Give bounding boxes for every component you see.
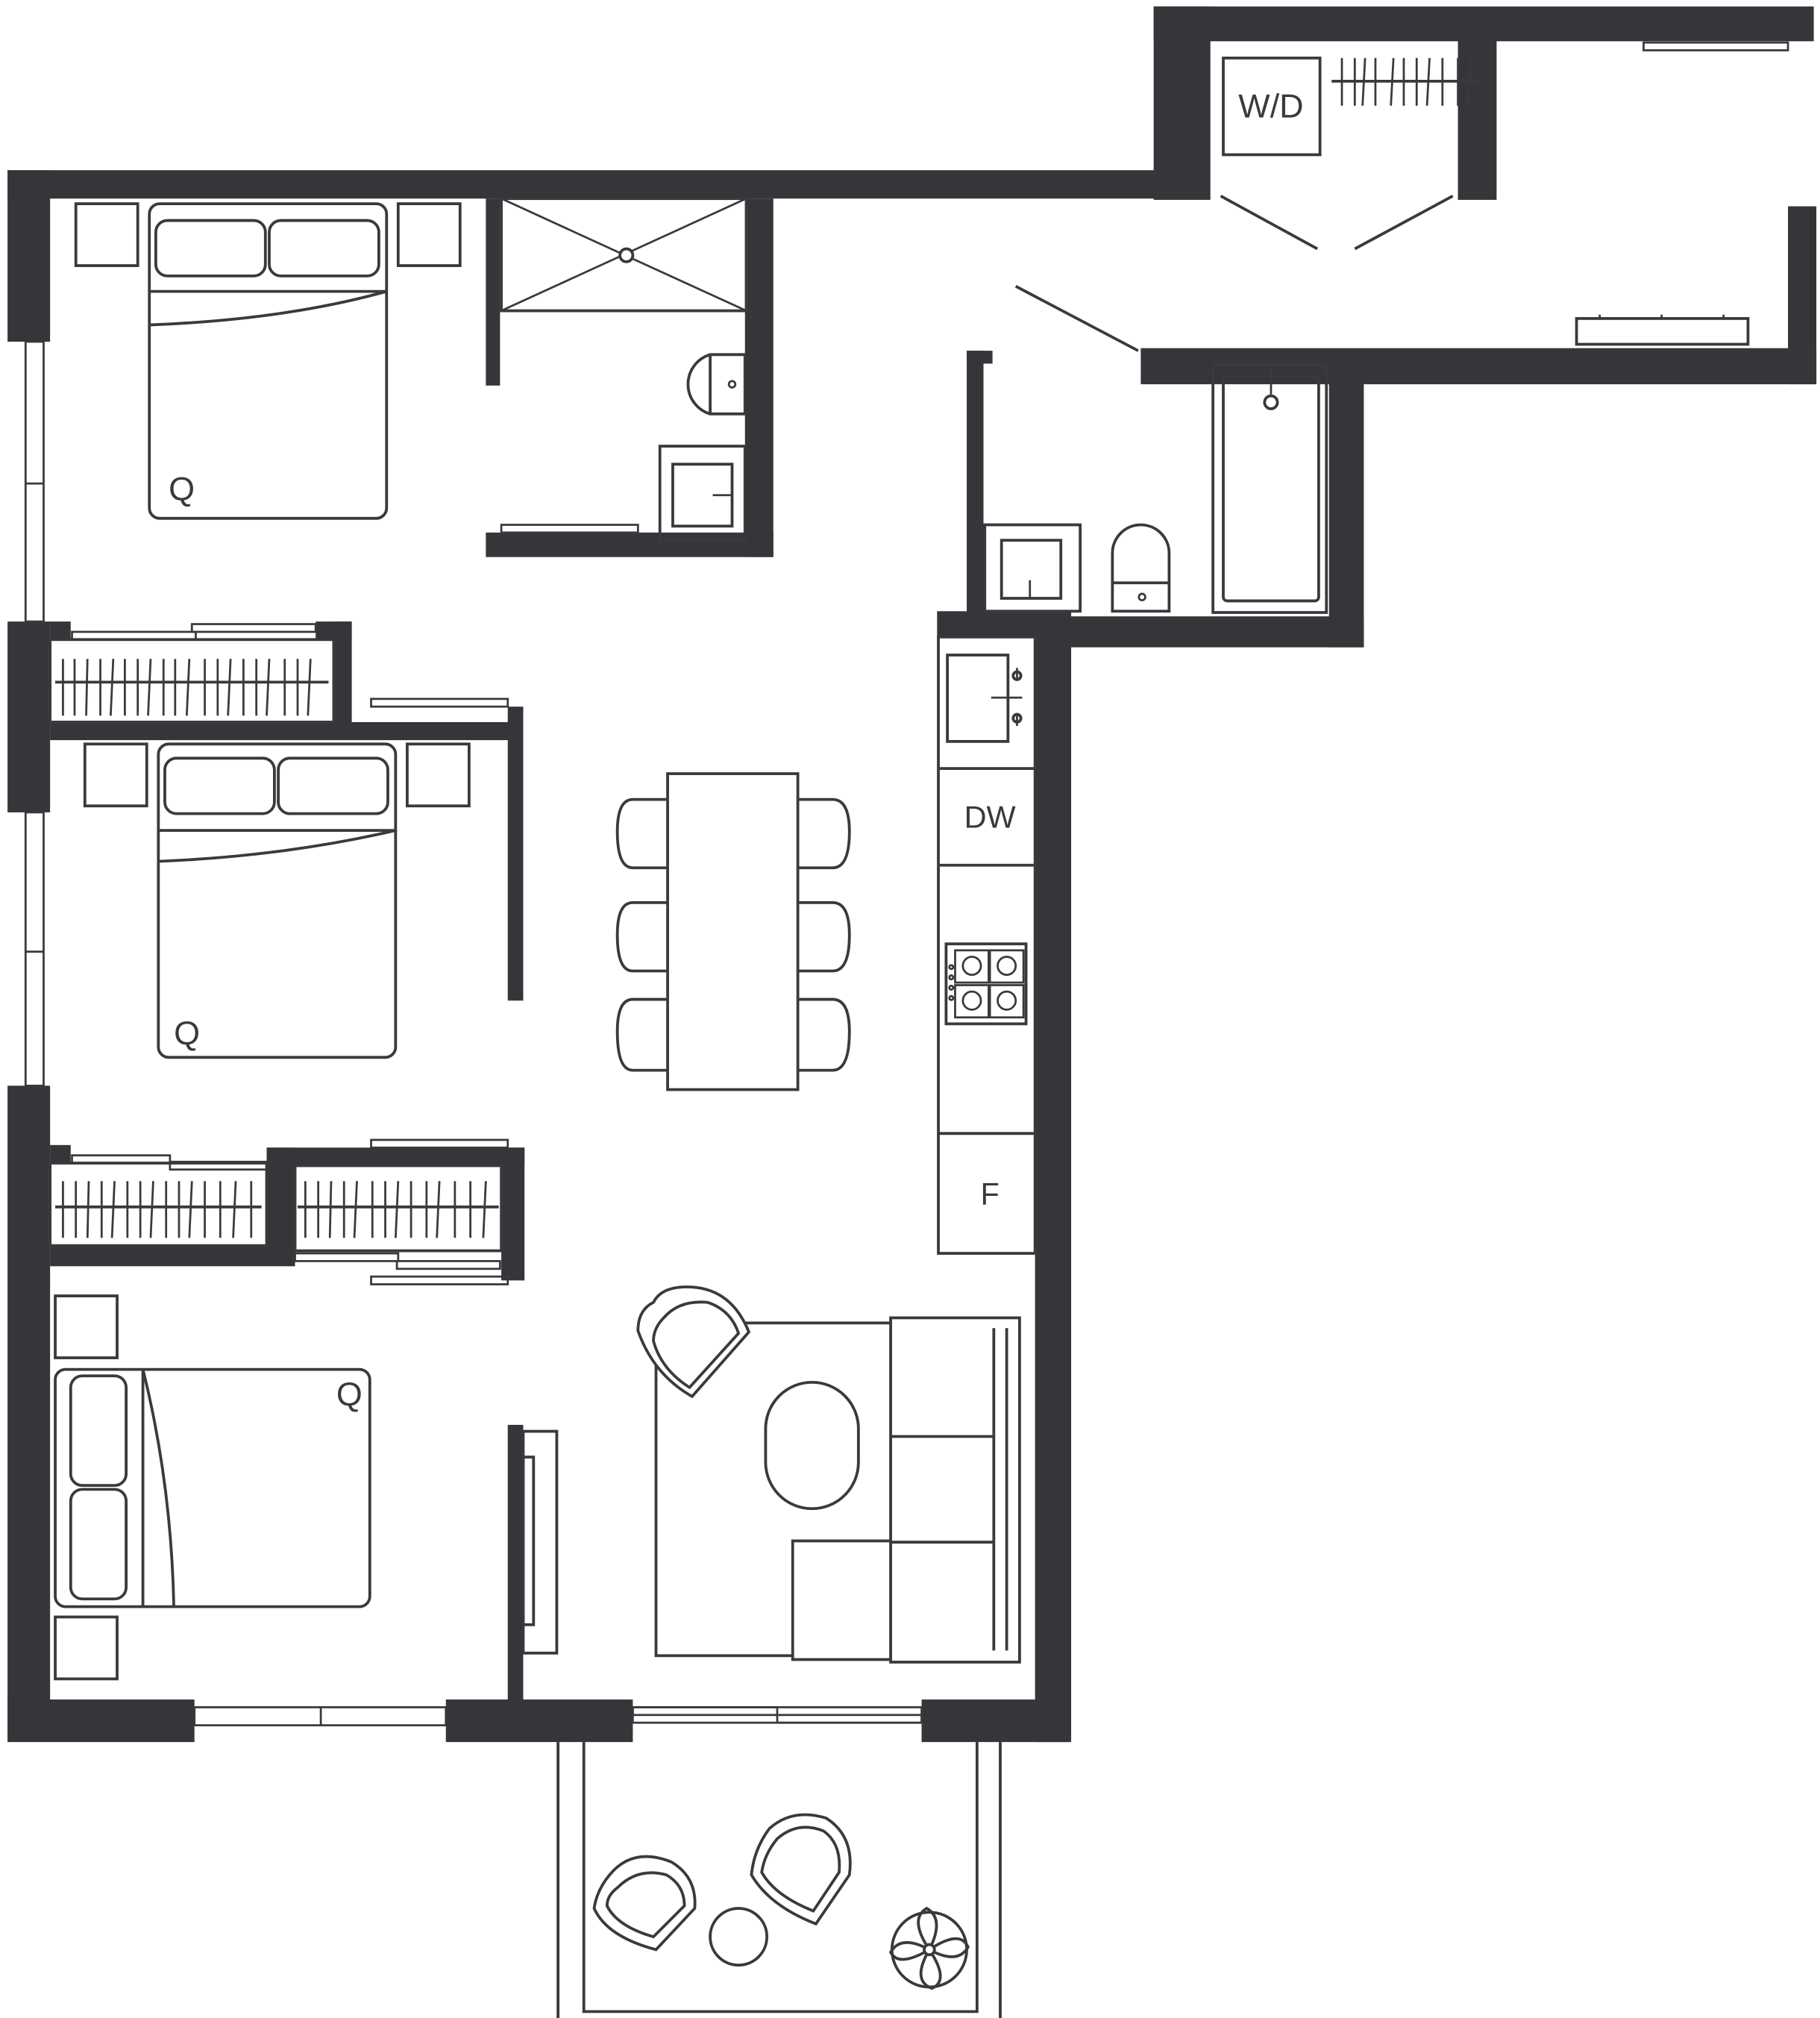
nightstand — [74, 202, 139, 267]
fridge-label: F — [980, 1176, 999, 1211]
blanket — [149, 289, 387, 327]
washer-dryer-label: W/D — [1238, 87, 1303, 125]
balcony-chair — [750, 1813, 852, 1926]
pillow — [268, 219, 380, 278]
dining-chair — [615, 901, 668, 973]
blanket — [141, 1369, 175, 1607]
bathtub — [1211, 363, 1328, 614]
bathtub-inner — [1222, 375, 1320, 603]
pillow — [277, 756, 389, 815]
dining-chair — [797, 901, 851, 973]
balcony-chair — [592, 1855, 697, 1952]
balcony-railing — [556, 1742, 1002, 2018]
dining-table — [666, 772, 800, 1091]
closets-lower — [48, 1162, 503, 1253]
vanity — [658, 445, 747, 542]
balcony — [556, 1742, 1002, 2018]
hangers — [304, 1181, 487, 1238]
toilet — [1111, 523, 1171, 613]
queen-bed — [157, 742, 398, 1059]
bedroom-1: Q — [74, 202, 462, 520]
dining-chair — [615, 798, 668, 870]
bed-size-label: Q — [169, 470, 195, 508]
pillow — [69, 1488, 128, 1601]
bedroom-2: Q — [83, 742, 471, 1059]
closet-1 — [48, 638, 336, 724]
living-area — [521, 1285, 1021, 1664]
nightstand — [406, 742, 471, 808]
bedroom-3: Q — [54, 1294, 371, 1681]
dining-chair — [797, 997, 851, 1072]
main-bathroom — [983, 363, 1328, 614]
windows — [24, 340, 923, 1727]
blanket — [158, 829, 396, 863]
tv-console — [521, 1429, 559, 1655]
hangers — [62, 659, 312, 716]
pillow — [163, 756, 276, 815]
cooktop — [944, 942, 1028, 1026]
plant-icon — [888, 1906, 970, 1990]
dining-chair — [615, 997, 668, 1072]
hall-shelf — [1575, 317, 1750, 346]
sofa — [889, 1316, 1021, 1664]
balcony-table — [709, 1907, 769, 1967]
vanity — [983, 523, 1082, 613]
ensuite-bathroom — [500, 197, 748, 542]
sink — [671, 463, 734, 528]
nightstand — [54, 1294, 119, 1359]
laundry-hangers — [1340, 57, 1472, 106]
dining-area — [615, 772, 851, 1091]
sink — [1000, 539, 1063, 600]
nightstand — [83, 742, 148, 808]
bed-size-label: Q — [336, 1375, 363, 1413]
kitchen: DW F — [937, 635, 1037, 1255]
hangers — [62, 1181, 253, 1238]
dining-chair — [797, 798, 851, 870]
nightstand — [54, 1615, 119, 1681]
kitchen-counter — [937, 635, 1037, 1255]
shower — [500, 197, 748, 313]
pillow — [154, 219, 267, 278]
walls — [7, 6, 1817, 1743]
laundry-room: W/D — [1222, 56, 1750, 346]
queen-bed — [148, 202, 389, 520]
bed-size-label: Q — [174, 1014, 200, 1052]
dishwasher-label: DW — [964, 800, 1016, 835]
doors — [71, 41, 1789, 1285]
toilet — [686, 353, 747, 416]
nightstand — [396, 202, 462, 267]
queen-bed — [54, 1367, 371, 1608]
pillow — [69, 1374, 128, 1488]
tv — [521, 1455, 536, 1626]
coffee-table — [764, 1380, 860, 1511]
shower-drain — [618, 247, 635, 263]
ottoman — [791, 1539, 894, 1661]
washer-dryer — [1222, 56, 1322, 157]
